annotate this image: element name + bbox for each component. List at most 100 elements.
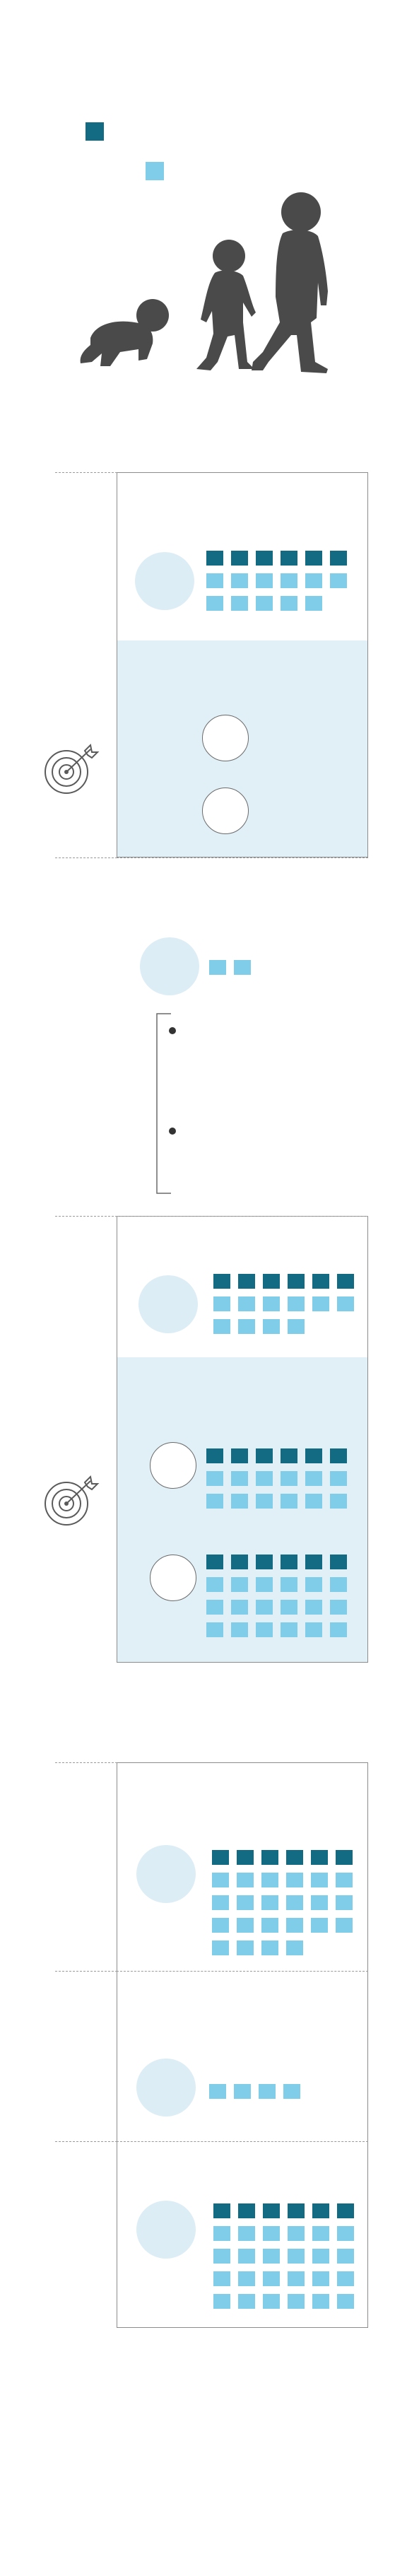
light-square — [305, 573, 322, 588]
marker-ring — [150, 1555, 196, 1601]
child-body — [252, 230, 328, 373]
dark-square — [330, 1555, 347, 1569]
square-grid-s1-r3 — [209, 960, 350, 975]
light-square — [261, 1895, 278, 1910]
light-square — [330, 573, 347, 588]
dark-square — [263, 1274, 280, 1289]
light-square — [238, 2294, 255, 2309]
light-square — [234, 960, 251, 975]
light-square — [305, 596, 322, 611]
light-square — [263, 2294, 280, 2309]
light-square — [263, 2249, 280, 2264]
light-square — [256, 596, 273, 611]
light-square — [281, 1577, 297, 1592]
dark-square — [213, 1274, 230, 1289]
dark-square — [213, 2203, 230, 2218]
child-growth-silhouettes-icon — [80, 192, 328, 373]
dark-square — [231, 551, 248, 566]
light-square — [238, 2249, 255, 2264]
dark-square — [212, 1850, 229, 1865]
light-square — [261, 1873, 278, 1887]
light-square — [212, 1918, 229, 1933]
section-3-row3-dash — [55, 2141, 117, 2142]
light-square — [231, 1600, 248, 1615]
dark-square — [305, 1448, 322, 1463]
dark-square — [206, 551, 223, 566]
dark-square — [288, 1274, 305, 1289]
dark-square — [337, 1274, 354, 1289]
dark-square — [311, 1850, 328, 1865]
light-square — [256, 573, 273, 588]
light-square — [263, 1296, 280, 1311]
light-square — [336, 1895, 353, 1910]
light-square — [213, 1319, 230, 1334]
light-square — [337, 2226, 354, 2241]
light-square — [312, 2226, 329, 2241]
light-square — [305, 1577, 322, 1592]
light-square — [213, 1296, 230, 1311]
section-3-top-dash — [55, 1762, 117, 1763]
light-square — [281, 1600, 297, 1615]
light-square — [238, 2226, 255, 2241]
section-2-top-dash — [55, 1216, 117, 1217]
dark-square — [286, 1850, 303, 1865]
light-square — [212, 1895, 229, 1910]
toddler-head — [213, 240, 245, 272]
light-square — [330, 1471, 347, 1486]
section-1-top-dash — [55, 472, 117, 473]
dark-square — [305, 551, 322, 566]
light-square — [305, 1494, 322, 1509]
light-square — [263, 2271, 280, 2286]
target-icon — [45, 743, 100, 794]
row-blob — [136, 2059, 196, 2117]
light-square — [330, 1622, 347, 1637]
light-square — [256, 1622, 273, 1637]
square-grid-s2-r1 — [213, 1274, 354, 1334]
row-blob — [136, 1845, 196, 1903]
dark-square — [281, 551, 297, 566]
light-square — [231, 596, 248, 611]
light-square — [286, 1940, 303, 1955]
legend-dark-square — [85, 122, 104, 141]
light-square — [206, 1622, 223, 1637]
square-grid-s2-r3 — [206, 1555, 347, 1637]
row-divider — [117, 857, 368, 858]
light-square — [231, 1577, 248, 1592]
light-square — [337, 2294, 354, 2309]
light-square — [311, 1895, 328, 1910]
baby-body — [80, 321, 153, 366]
dark-square — [231, 1555, 248, 1569]
bracket-range — [156, 1013, 176, 1194]
square-grid-s3-r2 — [209, 2084, 350, 2099]
light-square — [209, 960, 226, 975]
light-square — [213, 2249, 230, 2264]
dark-square — [330, 551, 347, 566]
light-square — [312, 2294, 329, 2309]
light-square — [283, 2084, 300, 2099]
light-square — [213, 2271, 230, 2286]
child-head — [281, 192, 321, 232]
square-grid-s2-r2 — [206, 1448, 347, 1509]
dark-square — [288, 2203, 305, 2218]
light-square — [261, 1940, 278, 1955]
light-square — [213, 2294, 230, 2309]
light-square — [312, 2271, 329, 2286]
section-1-panel — [117, 472, 368, 857]
dark-square — [312, 2203, 329, 2218]
light-square — [238, 2271, 255, 2286]
light-square — [330, 1494, 347, 1509]
light-square — [312, 1296, 329, 1311]
light-square — [238, 1319, 255, 1334]
row-divider — [117, 1216, 368, 1217]
dark-square — [305, 1555, 322, 1569]
legend-light-square — [146, 162, 164, 180]
light-square — [256, 1600, 273, 1615]
light-square — [336, 1873, 353, 1887]
light-square — [259, 2084, 276, 2099]
light-square — [234, 2084, 251, 2099]
dark-square — [237, 1850, 254, 1865]
light-square — [288, 2226, 305, 2241]
dark-square — [238, 2203, 255, 2218]
light-square — [288, 2249, 305, 2264]
light-square — [237, 1873, 254, 1887]
